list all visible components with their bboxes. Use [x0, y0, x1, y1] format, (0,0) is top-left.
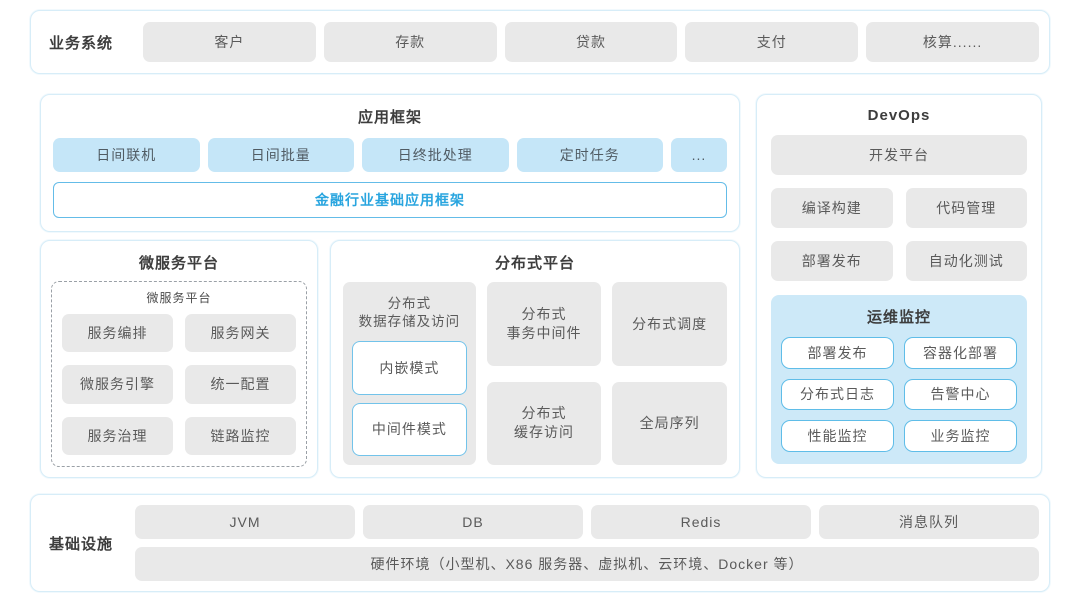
app-framework-modules: 日间联机 日间批量 日终批处理 定时任务 ...	[53, 138, 727, 172]
infra-redis: Redis	[591, 505, 811, 539]
business-systems-label: 业务系统	[49, 34, 114, 52]
distributed-cache-access: 分布式 缓存访问	[486, 381, 602, 465]
hardware-environment: 硬件环境（小型机、X86 服务器、虚拟机、云环境、Docker 等）	[135, 547, 1039, 581]
ops-monitoring-grid: 部署发布 容器化部署 分布式日志 告警中心 性能监控 业务监控	[781, 337, 1017, 452]
compile-build: 编译构建	[771, 188, 893, 228]
business-systems-panel: 业务系统 客户 存款 贷款 支付 核算......	[30, 10, 1050, 74]
ms-service-gateway: 服务网关	[185, 314, 296, 353]
business-item-payment: 支付	[685, 22, 859, 62]
distributed-scheduling: 分布式调度	[612, 282, 728, 366]
distributed-col-3: 分布式调度 全局序列	[612, 282, 728, 465]
distributed-data-storage-label: 分布式 数据存储及访问	[358, 296, 461, 330]
deploy-release: 部署发布	[771, 241, 893, 281]
mon-alert-center: 告警中心	[904, 378, 1017, 411]
microservice-inner-title: 微服务平台	[146, 291, 212, 305]
infrastructure-label: 基础设施	[49, 535, 114, 553]
ms-service-governance: 服务治理	[62, 416, 173, 455]
module-more: ...	[671, 138, 727, 172]
business-item-customer: 客户	[143, 22, 316, 62]
global-sequence: 全局序列	[612, 381, 728, 465]
distributed-platform-title: 分布式平台	[494, 255, 575, 272]
infra-jvm: JVM	[135, 505, 355, 539]
ms-microservice-engine: 微服务引擎	[62, 365, 173, 404]
devops-tools-row-2: 部署发布 自动化测试	[771, 241, 1027, 281]
infra-message-queue: 消息队列	[819, 505, 1039, 539]
infra-db: DB	[363, 505, 583, 539]
distributed-col-2: 分布式 事务中间件 分布式 缓存访问	[486, 282, 602, 465]
infrastructure-row: JVM DB Redis 消息队列	[135, 505, 1039, 539]
app-framework-panel: 应用框架 日间联机 日间批量 日终批处理 定时任务 ... 金融行业基础应用框架	[40, 94, 740, 232]
ms-service-orchestration: 服务编排	[62, 314, 173, 353]
microservice-inner-group: 微服务平台 服务编排 服务网关 微服务引擎 统一配置 服务治理 链路监控	[51, 281, 307, 467]
mon-deploy-release: 部署发布	[781, 337, 894, 369]
ops-monitoring-title: 运维监控	[866, 309, 931, 326]
finance-base-framework: 金融行业基础应用框架	[53, 182, 727, 218]
module-daytime-batch: 日间批量	[207, 138, 354, 172]
ms-unified-config: 统一配置	[185, 365, 296, 404]
devops-title: DevOps	[867, 107, 931, 124]
module-eod-batch: 日终批处理	[362, 138, 509, 172]
code-management: 代码管理	[905, 188, 1027, 228]
business-item-accounting: 核算......	[866, 22, 1039, 62]
business-item-deposit: 存款	[323, 22, 497, 62]
module-scheduled-task: 定时任务	[516, 138, 663, 172]
distributed-transaction-middleware: 分布式 事务中间件	[486, 282, 602, 366]
infrastructure-panel: 基础设施 JVM DB Redis 消息队列 硬件环境（小型机、X86 服务器、…	[30, 494, 1050, 592]
automated-testing: 自动化测试	[905, 241, 1027, 281]
app-framework-title: 应用框架	[357, 109, 422, 126]
middleware-mode: 中间件模式	[352, 402, 467, 456]
distributed-data-storage-group: 分布式 数据存储及访问 内嵌模式 中间件模式	[343, 282, 476, 465]
ms-trace-monitoring: 链路监控	[185, 416, 296, 455]
distributed-platform-panel: 分布式平台 分布式 数据存储及访问 内嵌模式 中间件模式 分布式 事务中间件 分…	[330, 240, 740, 478]
microservice-platform-title: 微服务平台	[138, 255, 219, 272]
embedded-mode: 内嵌模式	[352, 341, 467, 395]
ops-monitoring-group: 运维监控 部署发布 容器化部署 分布式日志 告警中心 性能监控 业务监控	[771, 295, 1027, 464]
devops-tools-row-1: 编译构建 代码管理	[771, 188, 1027, 228]
devops-panel: DevOps 开发平台 编译构建 代码管理 部署发布 自动化测试 运维监控 部署…	[756, 94, 1042, 478]
mon-business-monitoring: 业务监控	[904, 420, 1017, 452]
dev-platform: 开发平台	[771, 135, 1027, 175]
mon-distributed-log: 分布式日志	[781, 378, 894, 411]
mon-performance-monitoring: 性能监控	[781, 420, 894, 452]
microservice-platform-panel: 微服务平台 微服务平台 服务编排 服务网关 微服务引擎 统一配置 服务治理 链路…	[40, 240, 318, 478]
business-item-loan: 贷款	[504, 22, 678, 62]
microservice-grid: 服务编排 服务网关 微服务引擎 统一配置 服务治理 链路监控	[62, 314, 296, 455]
mon-containerized-deploy: 容器化部署	[904, 337, 1017, 369]
module-daytime-online: 日间联机	[53, 138, 200, 172]
